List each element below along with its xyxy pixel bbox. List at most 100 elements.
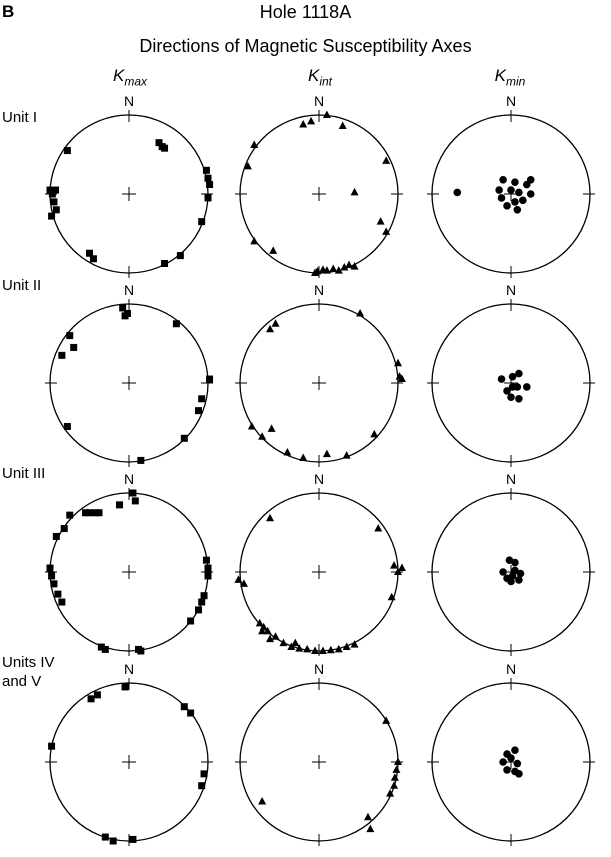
column-header-kmin: Kmin [470, 66, 550, 88]
kint-point [250, 236, 259, 245]
kmin-point [508, 572, 517, 580]
kint-point [287, 642, 296, 651]
kint-point [382, 716, 391, 724]
kmax-point [82, 509, 90, 517]
kint-point [382, 156, 391, 164]
kint-point [340, 262, 349, 271]
kmin-point [523, 383, 531, 391]
kmax-point [206, 181, 214, 189]
kint-point [376, 217, 385, 225]
kint-point [258, 797, 267, 805]
kmin-point [507, 186, 515, 194]
kint-point [269, 246, 278, 254]
kint-point [390, 561, 399, 569]
panel-letter: B [2, 2, 15, 21]
kint-point [311, 268, 320, 276]
kint-point [258, 432, 267, 440]
kmax-point [204, 194, 212, 202]
column-header-symbol: K [307, 66, 320, 85]
kmin-point [453, 188, 462, 197]
kmax-point [198, 395, 206, 403]
north-label: N [124, 93, 134, 109]
kmax-point [202, 556, 210, 564]
kint-point [283, 448, 292, 456]
kmax-point [204, 572, 212, 580]
kmax-point [93, 691, 101, 699]
north-label: N [506, 93, 516, 109]
column-header-symbol: K [112, 66, 125, 85]
kmax-point [52, 206, 60, 214]
kmax-point [206, 375, 214, 383]
stereonet-kmax: N [45, 282, 214, 467]
kint-point [350, 262, 359, 270]
north-label: N [314, 282, 324, 298]
north-label: N [124, 282, 134, 298]
kint-point [299, 453, 308, 462]
kmin-point [503, 202, 511, 210]
north-label: N [124, 661, 134, 677]
kmax-point [95, 509, 103, 517]
kmax-point [48, 212, 56, 220]
kmax-point [129, 489, 137, 497]
kmax-point [155, 139, 163, 147]
kmax-point [187, 709, 195, 717]
kint-point [394, 757, 402, 765]
stereonet-kint: N [235, 282, 406, 467]
kint-point [322, 449, 331, 458]
kmax-point [172, 320, 180, 328]
kint-point [239, 579, 248, 587]
kmin-point [513, 206, 522, 214]
stereonet-kmin: N [427, 93, 595, 278]
kint-point [243, 161, 252, 170]
kmax-point [200, 770, 208, 778]
kmin-point [526, 175, 535, 184]
kmax-point [70, 343, 78, 351]
kmin-point [499, 758, 507, 766]
kmin-point [515, 369, 523, 378]
kmax-point [161, 144, 169, 152]
row-label-unit-2: Unit II [2, 277, 42, 294]
kmin-point [515, 395, 523, 403]
kint-point [299, 119, 308, 128]
stereonet-kmin: N [427, 282, 595, 467]
column-header-symbol: K [494, 66, 506, 85]
kint-point [392, 765, 401, 773]
kint-point [387, 592, 396, 601]
kmax-point [50, 580, 58, 588]
kint-point [303, 644, 312, 653]
stereonet-kmin: N [427, 661, 595, 846]
figure-title: Hole 1118A [259, 2, 352, 22]
kint-point [311, 646, 320, 654]
kmax-point [48, 190, 56, 198]
column-header-kint: Kint [280, 66, 360, 88]
kint-point [397, 374, 406, 383]
kmin-point [511, 178, 519, 186]
kmax-point [119, 304, 127, 312]
kmax-point [180, 434, 188, 442]
kint-point [291, 638, 300, 647]
kmin-point [526, 190, 535, 198]
kmax-point [66, 511, 74, 519]
north-label: N [506, 471, 516, 487]
kmax-point [129, 835, 137, 843]
kint-point [350, 640, 359, 648]
kmax-point [48, 572, 56, 580]
kmax-point [200, 592, 208, 600]
kmax-point [195, 407, 203, 415]
kmax-point [161, 260, 169, 268]
kmin-point [507, 393, 515, 402]
kmax-point [52, 186, 60, 194]
kint-point [263, 626, 272, 635]
kint-point [266, 324, 275, 333]
kmax-point [63, 147, 71, 155]
kmax-point [176, 252, 184, 260]
north-label: N [506, 282, 516, 298]
kint-point [338, 121, 347, 130]
kmax-point [187, 617, 195, 625]
kmin-point [516, 569, 525, 578]
stereonet-kmax: N [45, 93, 214, 278]
kmax-point [60, 525, 68, 533]
kint-point [386, 789, 395, 797]
kmax-point [121, 683, 129, 691]
stereonet-kmax: N [45, 661, 213, 846]
